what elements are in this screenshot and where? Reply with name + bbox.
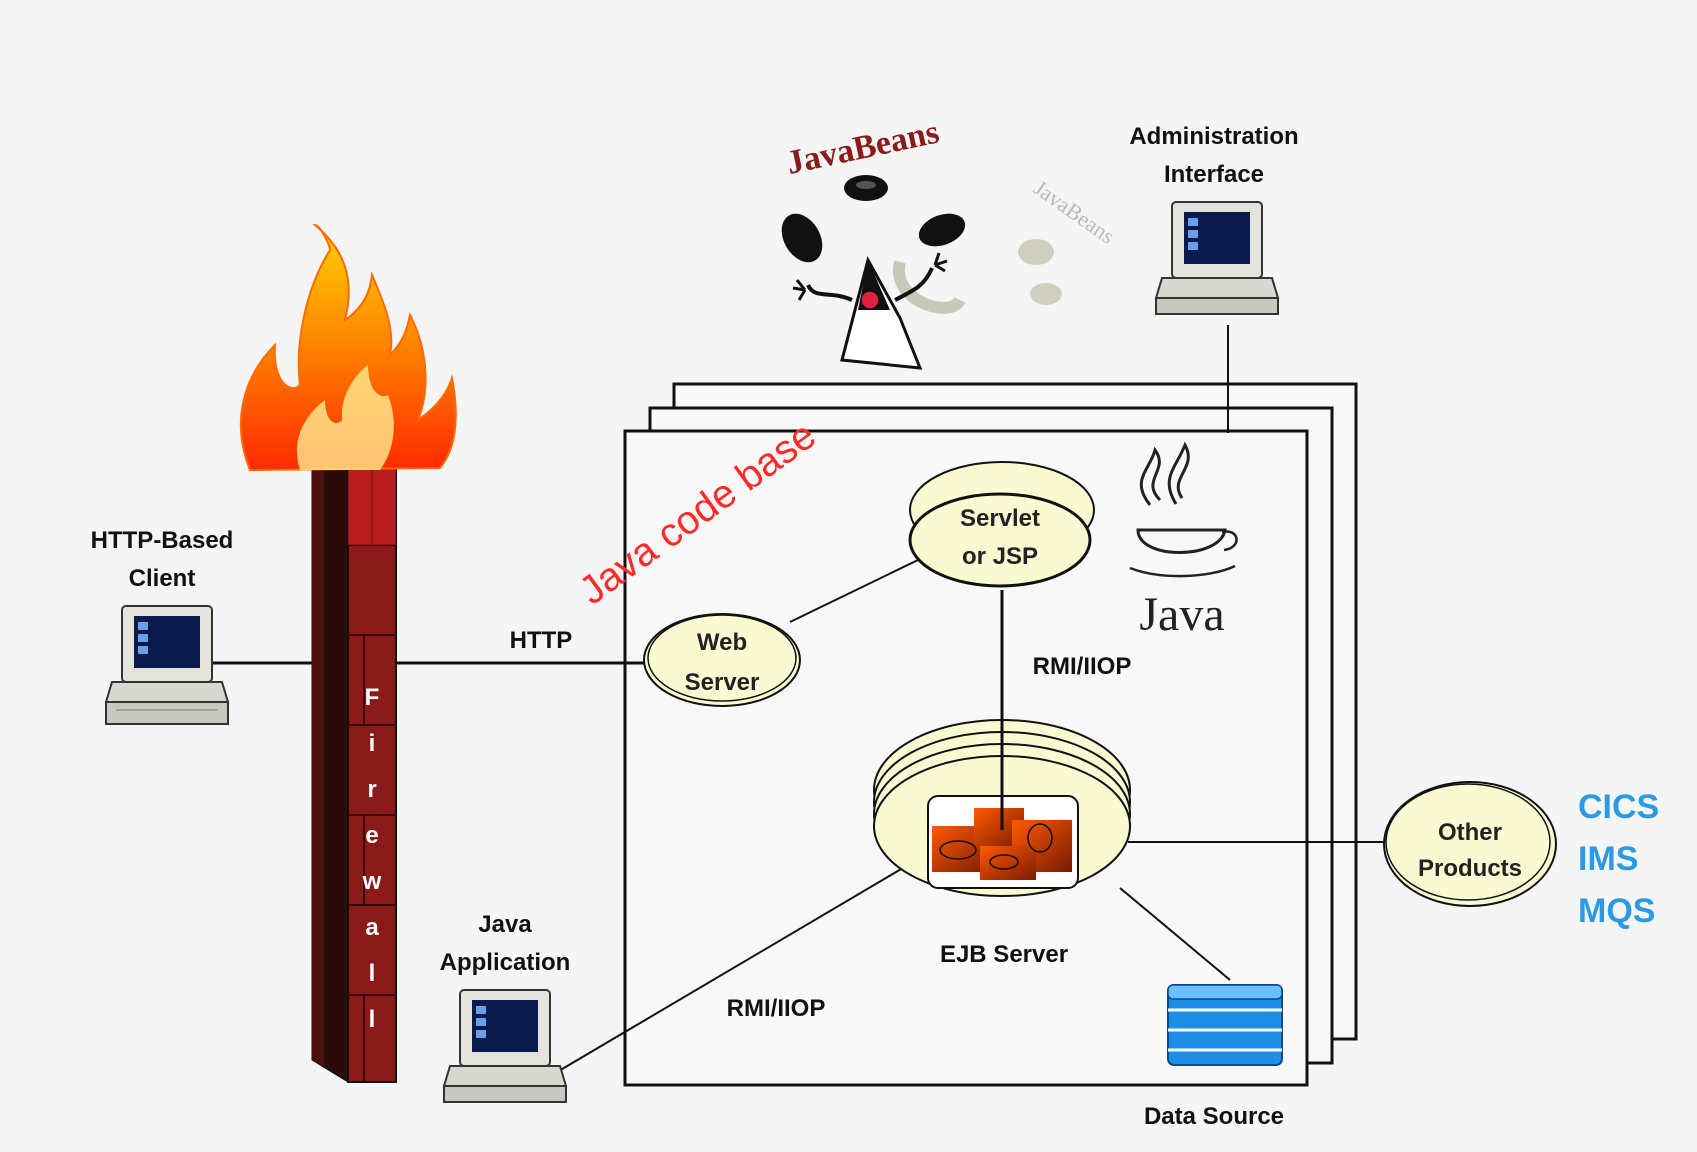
app-ejb-line: [551, 851, 931, 1076]
rmi-iiop-label-top: RMI/IIOP: [1033, 653, 1132, 680]
admin-label-line1: Administration: [1129, 123, 1298, 150]
connectors: [205, 325, 1384, 1076]
firewall-letter: r: [367, 776, 376, 803]
admin-label-line2: Interface: [1164, 161, 1264, 188]
side-product-mqs: MQS: [1578, 892, 1655, 930]
ejb-datasource-line: [1119, 887, 1231, 981]
firewall-letter: l: [369, 1006, 376, 1033]
admin-computer-icon: [1154, 201, 1280, 315]
rmi-iiop-label-bottom: RMI/IIOP: [727, 995, 826, 1022]
other-products-label-line1: Other: [1438, 819, 1502, 846]
firewall-letter: l: [369, 960, 376, 987]
side-product-cics: CICS: [1578, 788, 1659, 826]
servlet-jsp-node: [908, 461, 1095, 588]
java-app-label-line2: Application: [440, 949, 571, 976]
other-products-label-line2: Products: [1418, 855, 1522, 882]
firewall-letter: w: [362, 868, 382, 895]
duke-mascot-icon: [792, 252, 966, 370]
java-app-label-line1: Java: [478, 911, 532, 938]
firewall-letter: F: [365, 684, 380, 711]
firewall-letter: a: [365, 914, 379, 941]
bean-icon: [918, 213, 966, 247]
web-servlet-line: [789, 559, 919, 623]
ejb-server-label: EJB Server: [940, 941, 1068, 968]
side-product-list: CICS IMS MQS: [1578, 788, 1659, 930]
bean-cluster-icon: [932, 808, 1072, 880]
http-protocol-label: HTTP: [510, 627, 573, 654]
http-client-computer-icon: [104, 605, 230, 725]
servlet-label-line2: or JSP: [962, 543, 1038, 570]
java-logo-text: Java: [1139, 588, 1224, 641]
web-server-label-line2: Server: [685, 669, 760, 696]
http-client-label-line2: Client: [129, 565, 196, 592]
bean-icon: [781, 213, 823, 263]
flame-icon: [239, 223, 457, 472]
javabeans-logo: JavaBeans JavaBeans: [781, 114, 1120, 370]
database-icon: [1167, 984, 1283, 1066]
data-source-label: Data Source: [1144, 1103, 1284, 1130]
servlet-label-line1: Servlet: [960, 505, 1040, 532]
other-products-node: [1383, 781, 1557, 907]
javabeans-title: JavaBeans: [783, 114, 942, 182]
http-client-label-line1: HTTP-Based: [91, 527, 234, 554]
java-app-computer-icon: [442, 989, 568, 1103]
firewall-letter: e: [365, 822, 378, 849]
web-server-label-line1: Web: [697, 629, 747, 656]
javabeans-watermark: JavaBeans: [1029, 175, 1119, 249]
web-server-node: [643, 613, 801, 707]
firewall-letter: i: [369, 730, 376, 757]
side-product-ims: IMS: [1578, 840, 1638, 878]
java-cup-icon: Java: [1129, 441, 1238, 641]
